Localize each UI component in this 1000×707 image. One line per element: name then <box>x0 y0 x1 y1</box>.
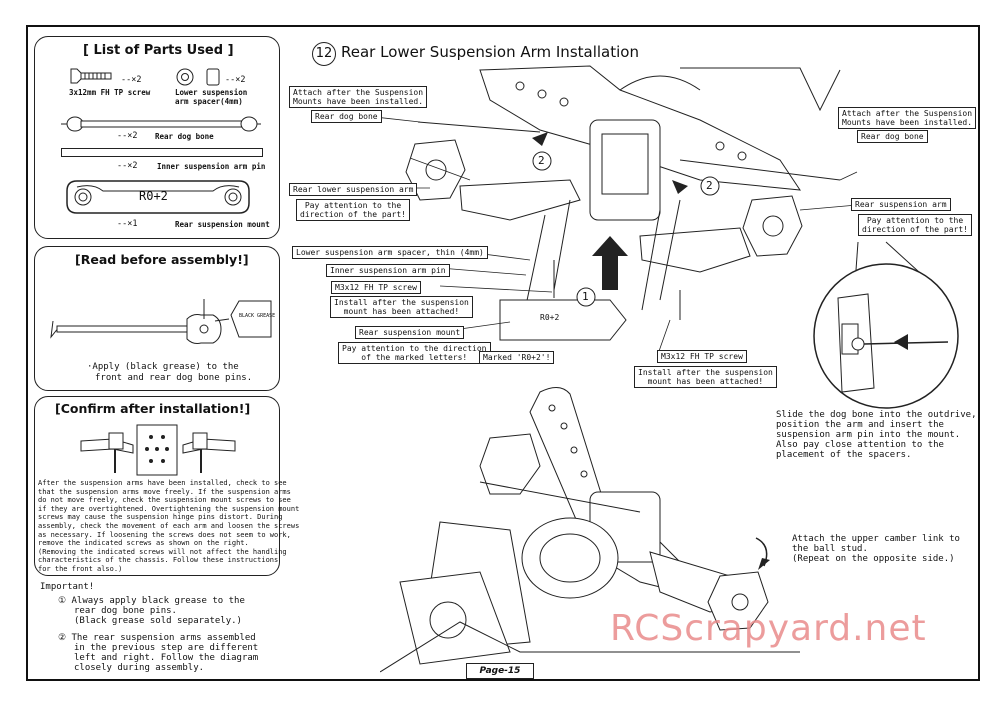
confirm-body-line-10: characteristics of the chassis. Follow t… <box>38 556 279 565</box>
dogbone-name: Rear dog bone <box>155 132 214 141</box>
spacer-illustration <box>176 68 220 86</box>
callout-arm-left: Rear lower suspension arm <box>289 183 418 196</box>
confirm-illustration <box>80 424 236 476</box>
dogbone-qty: --×2 <box>117 131 138 141</box>
exploded-view-illustration <box>365 65 858 355</box>
slide-note-line-1: Slide the dog bone into the outdrive, <box>776 410 977 420</box>
callout-screw-right: M3x12 FH TP screw <box>657 350 747 363</box>
watermark: RCScrapyard.net <box>610 608 927 649</box>
callout-pin: Inner suspension arm pin <box>326 264 450 277</box>
callout-direction-left-line2: direction of the part! <box>300 210 406 219</box>
callout-dogbone-left: Rear dog bone <box>311 110 382 123</box>
confirm-body-line-7: as necessary. If loosening the screws do… <box>38 530 291 539</box>
pin-name: Inner suspension arm pin <box>157 162 266 171</box>
dogbone-grease-illustration <box>50 299 272 344</box>
callout-install-left-line1: Install after the suspension <box>334 298 469 307</box>
callout-install-left-line2: mount has been attached! <box>343 307 460 316</box>
read-before-box: [Read before assembly!] BLACK GREASE ·Ap… <box>34 246 280 391</box>
page-label: Page-15 <box>466 663 534 679</box>
camber-note-line-2: the ball stud. <box>792 544 868 554</box>
callout-attach-right-line1: Attach after the Suspension <box>842 109 973 118</box>
confirm-body-line-8: remove the indicated screws as shown on … <box>38 539 249 548</box>
important-item-1-line-2: rear dog bone pins. <box>74 606 177 616</box>
camber-note-line-1: Attach the upper camber link to <box>792 534 960 544</box>
step-title: Rear Lower Suspension Arm Installation <box>341 43 639 61</box>
parts-list-box: [ List of Parts Used ] --×2 3x12mm FH TP… <box>34 36 280 239</box>
assembled-chassis-illustration <box>380 387 800 673</box>
callout-install-right-line1: Install after the suspension <box>638 368 773 377</box>
mount-qty: --×1 <box>117 219 138 229</box>
slide-note-line-2: position the arm and insert the <box>776 420 944 430</box>
mount-part-marking: R0+2 <box>540 313 560 322</box>
important-item-1-line-1: ① Always apply black grease to the <box>58 596 245 606</box>
slide-note-line-5: placement of the spacers. <box>776 450 912 460</box>
spacer-name-line2: arm spacer(4mm) <box>175 97 243 106</box>
confirm-body-line-3: do not move freely, check the suspension… <box>38 496 291 505</box>
read-before-heading: [Read before assembly!] <box>75 252 249 267</box>
confirm-heading: [Confirm after installation!] <box>55 401 251 416</box>
callout-install-right-line2: mount has been attached! <box>647 377 764 386</box>
callout-dogbone-right: Rear dog bone <box>857 130 928 143</box>
screw-qty: --×2 <box>121 75 142 85</box>
pin-qty: --×2 <box>117 161 138 171</box>
important-item-2-line-1: ② The rear suspension arms assembled <box>58 633 256 643</box>
callout-attach-left-line1: Attach after the Suspension <box>293 88 424 97</box>
mount-marking: R0+2 <box>139 189 168 203</box>
mount-illustration <box>66 180 250 214</box>
callout-attach-left-line2: Mounts have been installed. <box>293 97 424 106</box>
slide-note-line-4: Also pay close attention to the <box>776 440 944 450</box>
confirm-body-line-6: assembly, check the movement of each arm… <box>38 522 300 530</box>
important-item-2-line-2: in the previous step are different <box>74 643 259 653</box>
step-mark-2-right: 2 <box>706 179 713 192</box>
callout-mount: Rear suspension mount <box>355 326 465 339</box>
confirm-body-line-1: After the suspension arms have been inst… <box>38 479 287 487</box>
grease-label: BLACK GREASE <box>239 313 276 319</box>
step-mark-2-left: 2 <box>538 154 545 167</box>
callout-attach-right-line2: Mounts have been installed. <box>842 118 973 127</box>
confirm-body-line-11: for the front also.) <box>38 565 123 573</box>
confirm-box: [Confirm after installation!] After the … <box>34 396 299 576</box>
pin-illustration <box>61 148 263 157</box>
spacer-name-line1: Lower suspension <box>175 88 248 97</box>
callout-direction-right-line1: Pay attention to the <box>866 216 964 225</box>
parts-list-heading: [ List of Parts Used ] <box>83 43 234 58</box>
callout-direction-mount-line2: of the marked letters! <box>361 353 468 362</box>
callout-spacer: Lower suspension arm spacer, thin (4mm) <box>292 246 488 259</box>
slide-note-line-3: suspension arm pin into the mount. <box>776 430 961 440</box>
important-heading: Important! <box>40 582 95 592</box>
step-number: 12 <box>312 42 336 66</box>
callout-direction-left-line1: Pay attention to the <box>304 201 402 210</box>
mount-name: Rear suspension mount <box>175 220 270 229</box>
important-item-2-line-3: left and right. Follow the diagram <box>74 653 259 663</box>
callout-marked: Marked 'R0+2'! <box>479 351 555 364</box>
confirm-body-line-4: if they are overtightened. Overtightenin… <box>38 504 300 513</box>
callout-arm-right: Rear suspension arm <box>851 198 951 211</box>
spacer-qty: --×2 <box>225 75 246 85</box>
important-item-2-line-4: closely during assembly. <box>74 663 205 673</box>
detail-circle-illustration <box>813 241 959 409</box>
callout-direction-right-line2: direction of the part! <box>862 225 968 234</box>
page-frame <box>26 25 980 681</box>
camber-note-line-3: (Repeat on the opposite side.) <box>792 554 955 564</box>
step-mark-1: 1 <box>582 290 589 303</box>
confirm-body-line-5: screws may cause the suspension hinge pi… <box>38 513 283 522</box>
confirm-body-line-2: that the suspension arms move freely. If… <box>38 487 291 496</box>
callout-direction-mount-line1: Pay attention to the direction <box>342 344 487 353</box>
dogbone-illustration <box>61 116 261 132</box>
read-before-note-line2: front and rear dog bone pins. <box>95 373 253 383</box>
screw-illustration <box>70 68 112 84</box>
read-before-note-line1: ·Apply (black grease) to the <box>87 362 239 372</box>
important-item-1-line-3: (Black grease sold separately.) <box>74 616 242 626</box>
confirm-body-line-9: (Removing the indicated screws will not … <box>38 547 287 556</box>
callout-screw-left: M3x12 FH TP screw <box>331 281 421 294</box>
screw-name: 3x12mm FH TP screw <box>69 88 151 97</box>
